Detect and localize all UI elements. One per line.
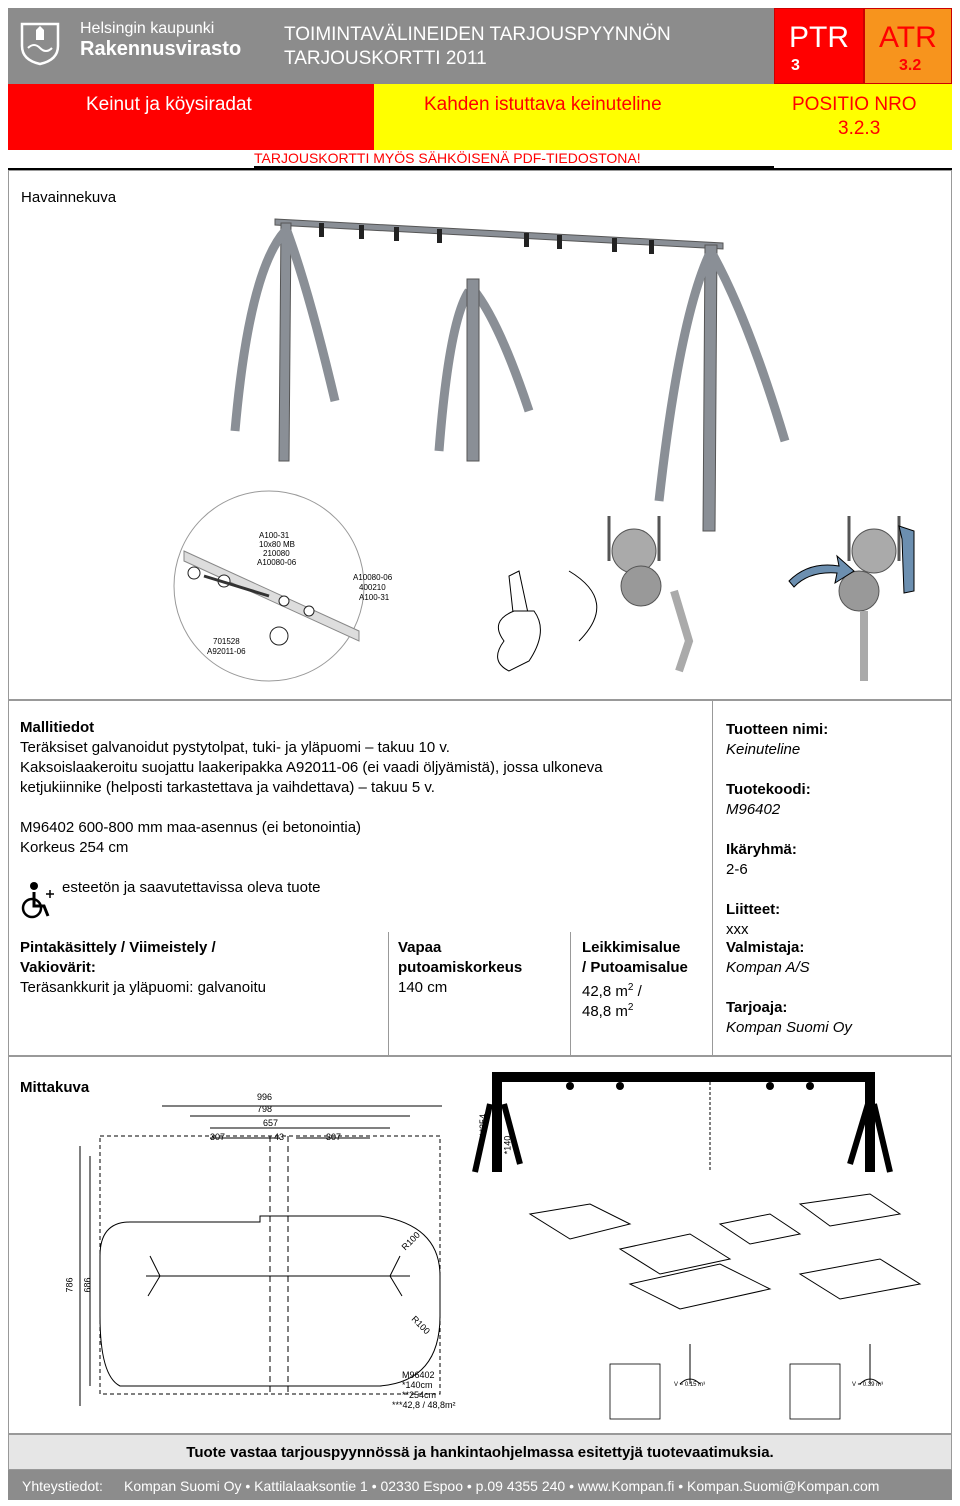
info-divider-right: [712, 700, 713, 1056]
surface-heading2: Vakiovärit:: [20, 959, 96, 976]
area-heading1: Leikkimisalue: [582, 939, 681, 956]
installation-drawing: [472, 1072, 922, 1420]
atr-box: ATR 3.2: [864, 8, 952, 84]
model-line3: ketjukiinnike (helposti tarkastettava ja…: [20, 779, 435, 796]
dim-657: 657: [263, 1118, 279, 1128]
model-line1: Teräksiset galvanoidut pystytolpat, tuki…: [20, 739, 450, 756]
info-panel: [8, 700, 952, 1056]
category: Keinut ja köysiradat: [86, 94, 252, 115]
product-name-label: Tuotteen nimi:: [726, 721, 829, 738]
attach-value: xxx: [726, 921, 749, 938]
contact-value: Kompan Suomi Oy • Kattilalaaksontie 1 • …: [124, 1478, 880, 1494]
swing-illustration: [173, 218, 915, 682]
detail-label-3: 210080: [263, 549, 290, 558]
org-line2: Rakennusvirasto: [80, 38, 242, 60]
position-label: POSITIO NRO: [792, 94, 917, 115]
info-divider-mid2: [570, 932, 571, 1056]
detail-label-2: 10x80 MB: [259, 540, 296, 549]
volume-1: V = 0.15 m³: [674, 1382, 706, 1388]
age-label: Ikäryhmä:: [726, 841, 797, 858]
detail-label-4: A10080-06: [257, 558, 297, 567]
area-heading2: / Putoamisalue: [582, 959, 688, 976]
product-title: Kahden istuttava keinuteline: [424, 94, 662, 115]
detail-label-6: 400210: [359, 583, 386, 592]
dim-798: 798: [257, 1104, 273, 1114]
model-heading: Mallitiedot: [20, 719, 95, 736]
category-box: Keinut ja köysiradat: [8, 84, 374, 150]
product-code-value: M96402: [726, 801, 781, 818]
scale-heading: Mittakuva: [20, 1079, 90, 1096]
scale-legend-2: *140cm: [402, 1380, 433, 1390]
info-divider-mid1: [388, 932, 389, 1056]
ptr-label: PTR: [789, 21, 849, 54]
dim-307a: 307: [210, 1132, 226, 1142]
model-line2: Kaksoislaakeroitu suojattu laakeripakka …: [20, 759, 603, 776]
detail-label-1: A100-31: [259, 531, 290, 540]
dim-786: 786: [64, 1277, 75, 1293]
attach-label: Liitteet:: [726, 901, 781, 918]
maker-label: Valmistaja:: [726, 939, 805, 956]
top-border-line: [8, 168, 952, 170]
scale-legend-4: ***42,8 / 48,8m²: [392, 1400, 456, 1410]
illustration-heading: Havainnekuva: [21, 189, 117, 206]
requirement-text: Tuote vastaa tarjouspyynnössä ja hankint…: [186, 1444, 774, 1461]
requirement-bar: Tuote vastaa tarjouspyynnössä ja hankint…: [8, 1434, 952, 1470]
contact-label: Yhteystiedot:: [22, 1478, 103, 1494]
maker-value: Kompan A/S: [726, 959, 810, 976]
detail-label-8: 701528: [213, 637, 240, 646]
model-line5: Korkeus 254 cm: [20, 839, 129, 856]
detail-label-9: A92011-06: [207, 647, 246, 656]
fall-value: 140 cm: [398, 979, 448, 996]
position-box: POSITIO NRO 3.2.3: [774, 84, 952, 150]
atr-value: 3.2: [899, 57, 922, 74]
surface-value: Teräsankkurit ja yläpuomi: galvanoitu: [20, 979, 266, 996]
surface-heading1: Pintakäsittely / Viimeistely /: [20, 939, 216, 956]
fall-heading1: Vapaa: [398, 939, 442, 956]
product-name-value: Keinuteline: [726, 741, 801, 758]
illustration-panel: Havainnekuva: [8, 170, 952, 700]
scale-legend-1: M96402: [402, 1370, 435, 1380]
dim-254: **254: [478, 1113, 489, 1137]
header-bar: Helsingin kaupunki Rakennusvirasto TOIMI…: [8, 8, 774, 84]
contact-bar: Yhteystiedot: Kompan Suomi Oy • Kattilal…: [8, 1470, 952, 1500]
position-value: 3.2.3: [838, 118, 881, 139]
accessible-text: esteetön ja saavutettavissa oleva tuote: [62, 879, 321, 896]
doc-title-line1: TOIMINTAVÄLINEIDEN TARJOUSPYYNNÖN: [284, 24, 671, 45]
dim-43: 43: [274, 1132, 285, 1142]
product-box: Kahden istuttava keinuteline: [374, 84, 774, 150]
product-code-label: Tuotekoodi:: [726, 781, 811, 798]
wheelchair-icon: [16, 880, 56, 920]
age-value: 2-6: [726, 861, 748, 878]
dim-686: 686: [82, 1277, 93, 1293]
dim-307b: 307: [326, 1132, 342, 1142]
area-value1: 42,8 m2 /: [582, 982, 642, 1000]
org-line1: Helsingin kaupunki: [80, 20, 215, 37]
ptr-value: 3: [791, 57, 800, 74]
volume-2: V = 0.39 m³: [852, 1382, 884, 1388]
scale-drawing: [79, 1105, 442, 1406]
bidder-value: Kompan Suomi Oy: [726, 1019, 852, 1036]
area-value2: 48,8 m2: [582, 1002, 634, 1020]
detail-label-7: A100-31: [359, 593, 390, 602]
doc-title-line2: TARJOUSKORTTI 2011: [284, 48, 487, 69]
bidder-label: Tarjoaja:: [726, 999, 788, 1016]
city-logo: [20, 22, 60, 66]
scale-legend-3: **254cm: [402, 1390, 437, 1400]
pdf-note: TARJOUSKORTTI MYÖS SÄHKÖISENÄ PDF-TIEDOS…: [254, 150, 774, 168]
dim-996: 996: [257, 1092, 273, 1102]
fall-heading2: putoamiskorkeus: [398, 959, 523, 976]
scale-panel: [8, 1056, 952, 1434]
atr-label: ATR: [879, 21, 937, 54]
model-line4: M96402 600-800 mm maa-asennus (ei betono…: [20, 819, 362, 836]
detail-label-5: A10080-06: [353, 573, 393, 582]
dim-140: *140: [502, 1135, 513, 1155]
ptr-box: PTR 3: [774, 8, 864, 84]
